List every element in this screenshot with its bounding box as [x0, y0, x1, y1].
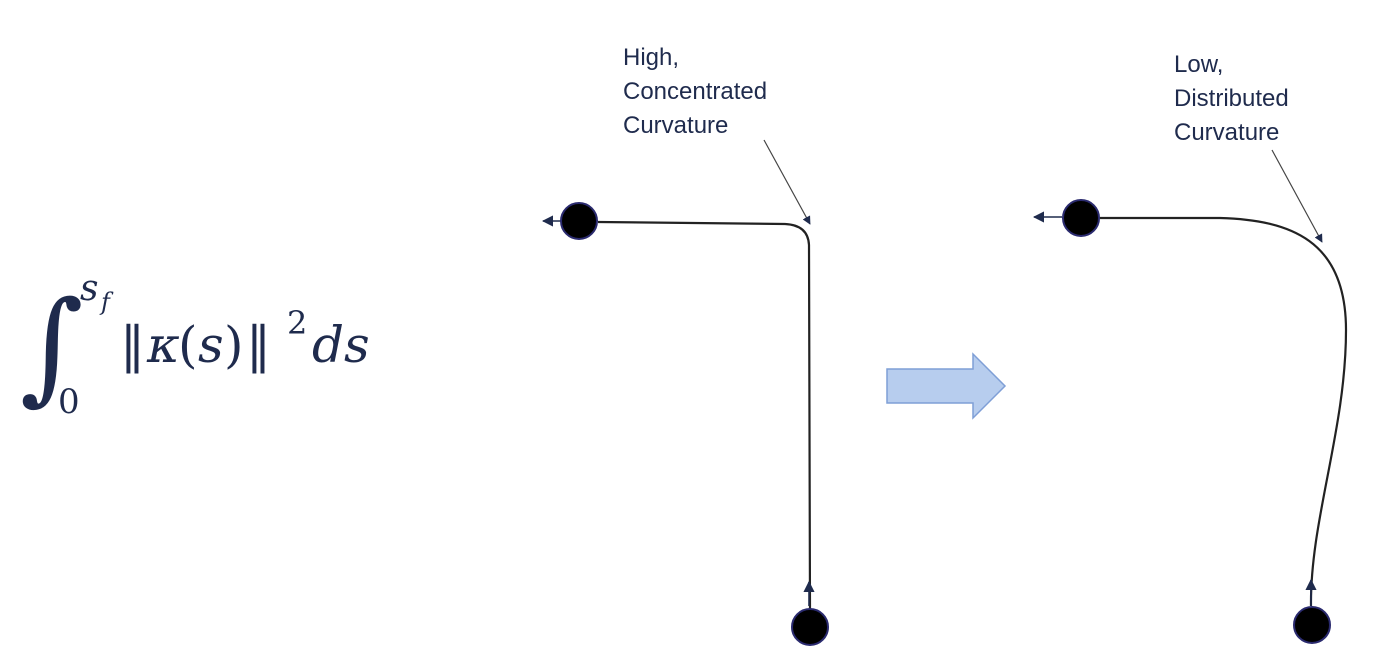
right-end-node	[1062, 199, 1100, 237]
right-annotation-line-2: Distributed	[1174, 85, 1289, 112]
integral-lower-limit: 0	[58, 382, 80, 422]
left-annotation-line-2: Concentrated	[623, 78, 767, 105]
norm-close: ‖	[246, 316, 271, 374]
left-annotation-line-1: High,	[623, 44, 679, 71]
exponent: 2	[287, 304, 307, 342]
right-annotation-line-1: Low,	[1174, 51, 1223, 78]
curvature-formula: ∫ s f 0 ‖ κ ( s ) ‖ 2 ds	[20, 268, 370, 422]
transition-arrow	[886, 352, 1007, 420]
arg-variable: s	[198, 316, 224, 374]
differential: ds	[312, 316, 370, 374]
left-path-diagram: High, Concentrated Curvature	[541, 44, 829, 646]
right-start-node	[1293, 606, 1331, 644]
right-path-diagram: Low, Distributed Curvature	[1032, 51, 1348, 644]
right-annotation-line-3: Curvature	[1174, 119, 1279, 146]
left-end-node	[560, 202, 598, 240]
paren-open: (	[178, 316, 198, 374]
integral-upper-limit: s	[80, 268, 98, 309]
norm-open: ‖	[120, 316, 145, 374]
kappa-symbol: κ	[146, 316, 180, 374]
left-start-node	[791, 608, 829, 646]
right-annotation-pointer	[1271, 149, 1323, 243]
sharp-curvature-path	[597, 220, 812, 611]
left-annotation-line-3: Curvature	[623, 112, 728, 139]
integral-upper-limit-subscript: f	[99, 288, 114, 316]
paren-close: )	[224, 316, 244, 374]
left-annotation-pointer	[763, 139, 811, 225]
smooth-curvature-path	[1100, 216, 1348, 607]
integral-sign: ∫	[20, 275, 84, 417]
